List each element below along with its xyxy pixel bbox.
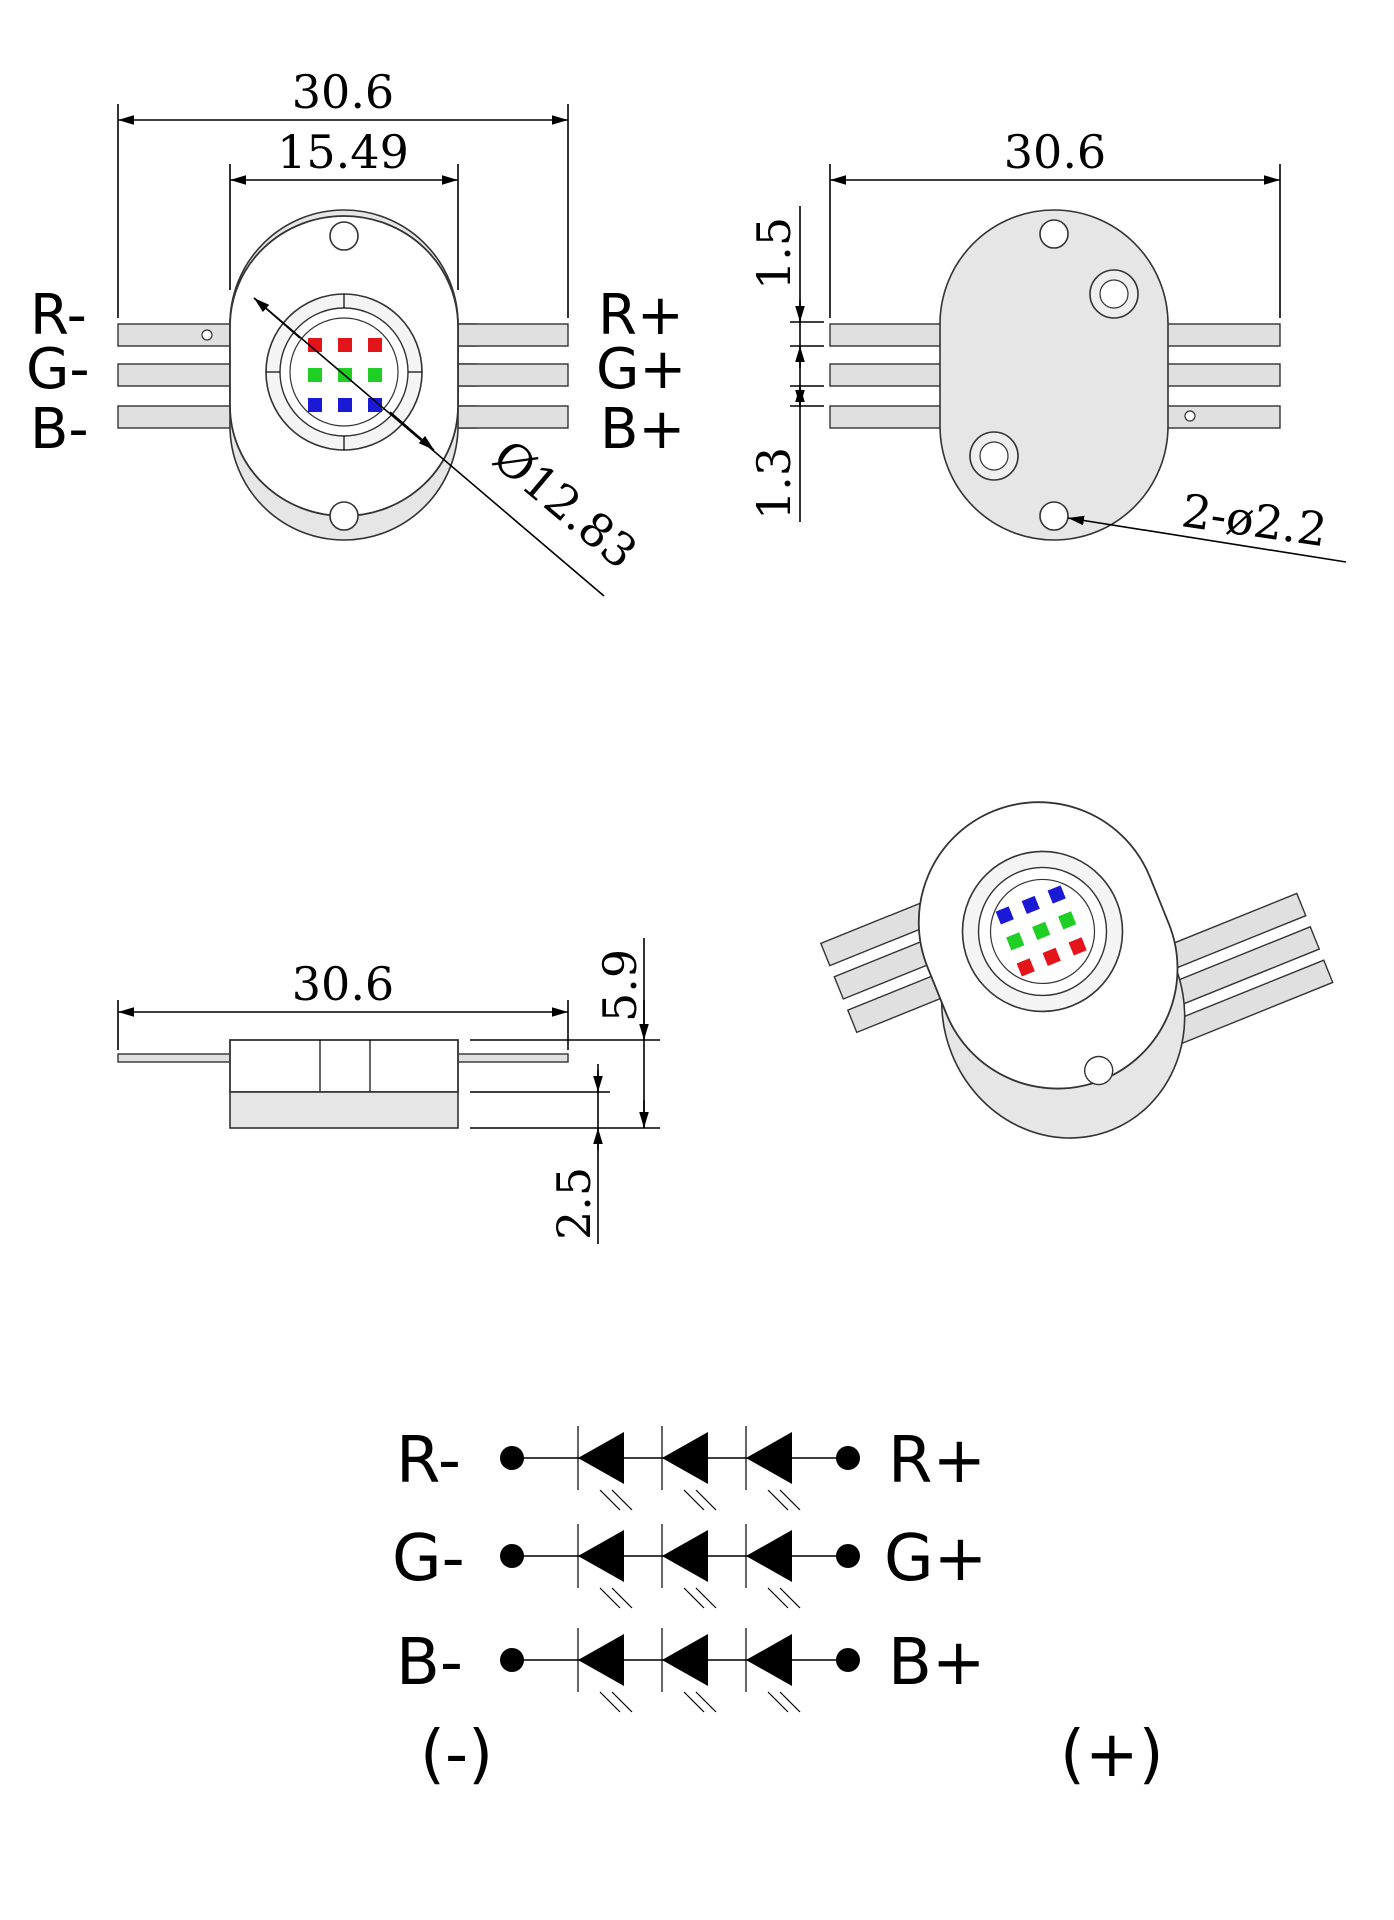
side-view: 30.6 5.9 2.5	[117, 938, 660, 1244]
schematic-row-green: G- G+	[392, 1522, 987, 1609]
back-hole-top	[1039, 219, 1069, 249]
negative-terminal-label: (-)	[420, 1718, 493, 1792]
back-pin-spacing-top-dim: 1.5	[747, 217, 801, 290]
schematic-label-b-minus: B-	[396, 1626, 463, 1700]
diode-symbol	[577, 1524, 633, 1609]
back-hole-bottom	[1039, 501, 1069, 531]
front-led-chips	[308, 338, 382, 412]
chip-green	[368, 368, 382, 382]
front-label-b-plus: B+	[600, 397, 685, 462]
front-overall-width-dim: 30.6	[292, 65, 394, 119]
diode-symbol	[661, 1628, 717, 1713]
side-width-dim: 30.6	[292, 957, 394, 1011]
chip-green	[1006, 932, 1025, 951]
side-body-top	[229, 1039, 459, 1093]
front-view: 30.6 15.49 Ø12.83 R- G- B- R+ G+ B+	[26, 65, 686, 597]
diode-symbol	[577, 1426, 633, 1511]
pin1-marker	[201, 329, 213, 341]
front-label-g-minus: G-	[26, 337, 90, 402]
back-view: 30.6 1.5 1.3 2-ø2.2	[747, 125, 1347, 563]
chip-green	[308, 368, 322, 382]
diode-symbol	[745, 1426, 801, 1511]
front-label-g-plus: G+	[596, 337, 686, 402]
schematic-row-blue: B- B+	[396, 1626, 986, 1713]
chip-red	[368, 338, 382, 352]
diode-symbol	[745, 1628, 801, 1713]
back-body	[939, 209, 1169, 541]
positive-terminal-label: (+)	[1060, 1718, 1164, 1792]
back-pin-spacing-bottom-dim: 1.3	[747, 447, 801, 520]
chip-red	[1016, 958, 1035, 977]
chip-blue	[308, 398, 322, 412]
chip-green	[1032, 921, 1051, 941]
chip-red	[1042, 947, 1061, 966]
schematic-row-red: R- R+	[396, 1424, 986, 1511]
schematic-label-g-plus: G+	[884, 1522, 987, 1596]
side-height-dim: 5.9	[593, 949, 647, 1022]
circuit-schematic: R- R+ G- G+ B- B+	[392, 1424, 1164, 1792]
front-label-r-plus: R+	[598, 283, 684, 348]
chip-blue	[1021, 895, 1040, 915]
chip-blue	[368, 398, 382, 412]
chip-blue	[338, 398, 352, 412]
front-label-r-minus: R-	[30, 283, 87, 348]
side-body-base	[229, 1091, 459, 1129]
front-label-b-minus: B-	[30, 397, 89, 462]
back-overall-width-dim: 30.6	[1004, 125, 1106, 179]
chip-blue	[1047, 885, 1066, 904]
side-base-height-dim: 2.5	[547, 1167, 601, 1240]
chip-red	[1068, 937, 1087, 956]
front-inner-width-dim: 15.49	[277, 125, 409, 179]
front-mount-hole-bottom	[329, 501, 359, 531]
diode-symbol	[745, 1524, 801, 1609]
isometric-view	[819, 801, 1334, 1139]
schematic-label-g-minus: G-	[392, 1522, 465, 1596]
front-mount-hole-top	[329, 221, 359, 251]
schematic-label-r-plus: R+	[888, 1424, 986, 1498]
diode-symbol	[661, 1426, 717, 1511]
back-holes-dim: 2-ø2.2	[1178, 483, 1330, 557]
diode-symbol	[577, 1628, 633, 1713]
diode-symbol	[661, 1524, 717, 1609]
chip-red	[308, 338, 322, 352]
chip-green	[1058, 911, 1077, 930]
iso-led-chips	[995, 885, 1087, 977]
schematic-label-r-minus: R-	[396, 1424, 461, 1498]
schematic-label-b-plus: B+	[888, 1626, 986, 1700]
chip-blue	[995, 906, 1014, 925]
chip-red	[338, 338, 352, 352]
